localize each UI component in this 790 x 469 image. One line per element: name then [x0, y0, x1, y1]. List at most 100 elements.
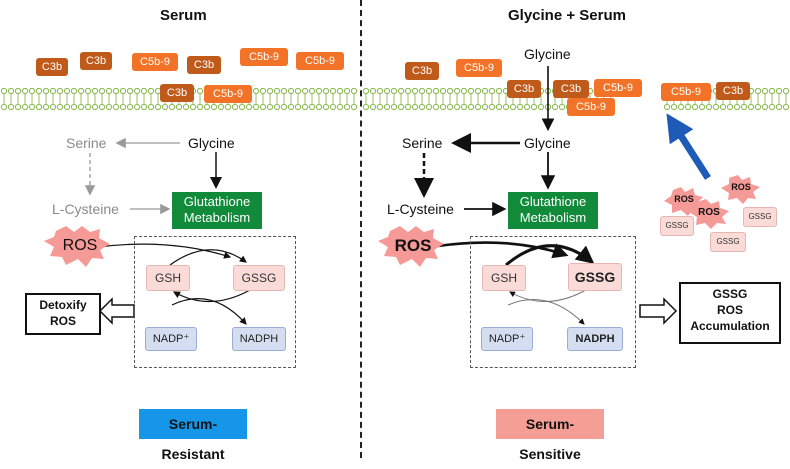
lipid-head [329, 88, 337, 95]
lipid-head [280, 103, 288, 110]
detoxify-line2: ROS [49, 314, 76, 328]
glutathione-metabolism-box: Glutathione Metabolism [508, 192, 598, 229]
lipid-head [551, 103, 559, 110]
lipid-head [56, 103, 64, 110]
lipid-head [203, 103, 211, 110]
lipid-head [537, 103, 545, 110]
lipid-head [350, 88, 358, 95]
lipid-head [7, 103, 15, 110]
detoxify-line1: Detoxify [39, 298, 87, 312]
c3b-protein: C3b [405, 62, 439, 80]
lipid-head [28, 88, 36, 95]
lipid-head [70, 103, 78, 110]
lipid-head [119, 88, 127, 95]
lipid-head [369, 103, 377, 110]
ros-star-left [44, 226, 110, 267]
lipid-head [112, 88, 120, 95]
ros-star-small-2 [721, 175, 760, 204]
lipid-head [474, 103, 482, 110]
lipid-head [404, 103, 412, 110]
lipid-head [439, 103, 447, 110]
lipid-head [42, 103, 50, 110]
lipid-head [91, 103, 99, 110]
lipid-head [105, 103, 113, 110]
lipid-head [425, 88, 433, 95]
glutathione-metabolism-box: Glutathione Metabolism [172, 192, 262, 229]
lipid-head [70, 88, 78, 95]
lipid-head [140, 88, 148, 95]
lipid-head [196, 103, 204, 110]
lipid-head [425, 103, 433, 110]
lipid-head [705, 103, 713, 110]
c3b-protein: C3b [80, 52, 112, 70]
lipid-head [84, 103, 92, 110]
lipid-head [376, 88, 384, 95]
lipid-head [467, 103, 475, 110]
lipid-head [418, 88, 426, 95]
ros-small-label: ROS [674, 194, 694, 204]
lipid-head [411, 103, 419, 110]
lipid-head [0, 88, 8, 95]
lipid-head [133, 88, 141, 95]
lipid-head [98, 103, 106, 110]
c3b-protein: C3b [36, 58, 68, 76]
lipid-head [740, 103, 748, 110]
arrow-gsh-to-gssg [169, 249, 247, 266]
lipid-head [77, 88, 85, 95]
nadp-box: NADP⁺ [481, 327, 533, 351]
lipid-head [245, 103, 253, 110]
lipid-head [411, 88, 419, 95]
title-serum: Serum [160, 7, 207, 24]
serum-resistant-badge: Serum-Resistant [139, 409, 247, 462]
lipid-head [189, 103, 197, 110]
lipid-head [782, 88, 790, 95]
lipid-head [712, 103, 720, 110]
lipid-head [460, 103, 468, 110]
accumulation-line3: Accumulation [690, 319, 770, 333]
glutathione-line2: Metabolism [519, 210, 587, 225]
lipid-head [663, 103, 671, 110]
lipid-head [343, 103, 351, 110]
lipid-head [147, 103, 155, 110]
lipid-head [383, 103, 391, 110]
lipid-head [481, 88, 489, 95]
lipid-head [287, 103, 295, 110]
ros-star-small-1 [664, 187, 703, 216]
accumulation-line2: ROS [716, 303, 743, 317]
c5b9-protein: C5b-9 [594, 79, 642, 97]
lipid-head [362, 103, 370, 110]
c5b9-protein: C5b-9 [567, 98, 615, 116]
glutathione-line2: Metabolism [183, 210, 251, 225]
c5b9-protein: C5b-9 [456, 59, 502, 77]
lipid-head [259, 88, 267, 95]
lipid-head [446, 103, 454, 110]
lipid-head [754, 103, 762, 110]
lipid-head [112, 103, 120, 110]
glycine-label: Glycine [524, 135, 571, 151]
serum-sensitive-badge: Serum-Sensitive [496, 409, 604, 462]
lipid-head [294, 103, 302, 110]
right-cycle-box [470, 236, 636, 368]
lipid-head [390, 88, 398, 95]
lipid-head [390, 103, 398, 110]
lipid-head [397, 88, 405, 95]
lipid-head [98, 88, 106, 95]
lipid-head [63, 103, 71, 110]
c3b-protein: C3b [716, 82, 750, 100]
accumulation-line1: GSSG [712, 287, 748, 301]
lipid-head [343, 88, 351, 95]
lipid-head [684, 103, 692, 110]
detoxify-ros-box: Detoxify ROS [25, 293, 101, 335]
lipid-head [175, 103, 183, 110]
lipid-head [509, 103, 517, 110]
hollow-arrow-right [639, 297, 678, 325]
blue-arrow [666, 113, 711, 180]
lipid-head [252, 103, 260, 110]
lipid-head [481, 103, 489, 110]
ros-star-small-3 [689, 199, 729, 229]
lipid-head [63, 88, 71, 95]
lipid-head [273, 103, 281, 110]
lipid-head [747, 103, 755, 110]
c5b9-protein: C5b-9 [204, 85, 252, 103]
lipid-head [439, 88, 447, 95]
